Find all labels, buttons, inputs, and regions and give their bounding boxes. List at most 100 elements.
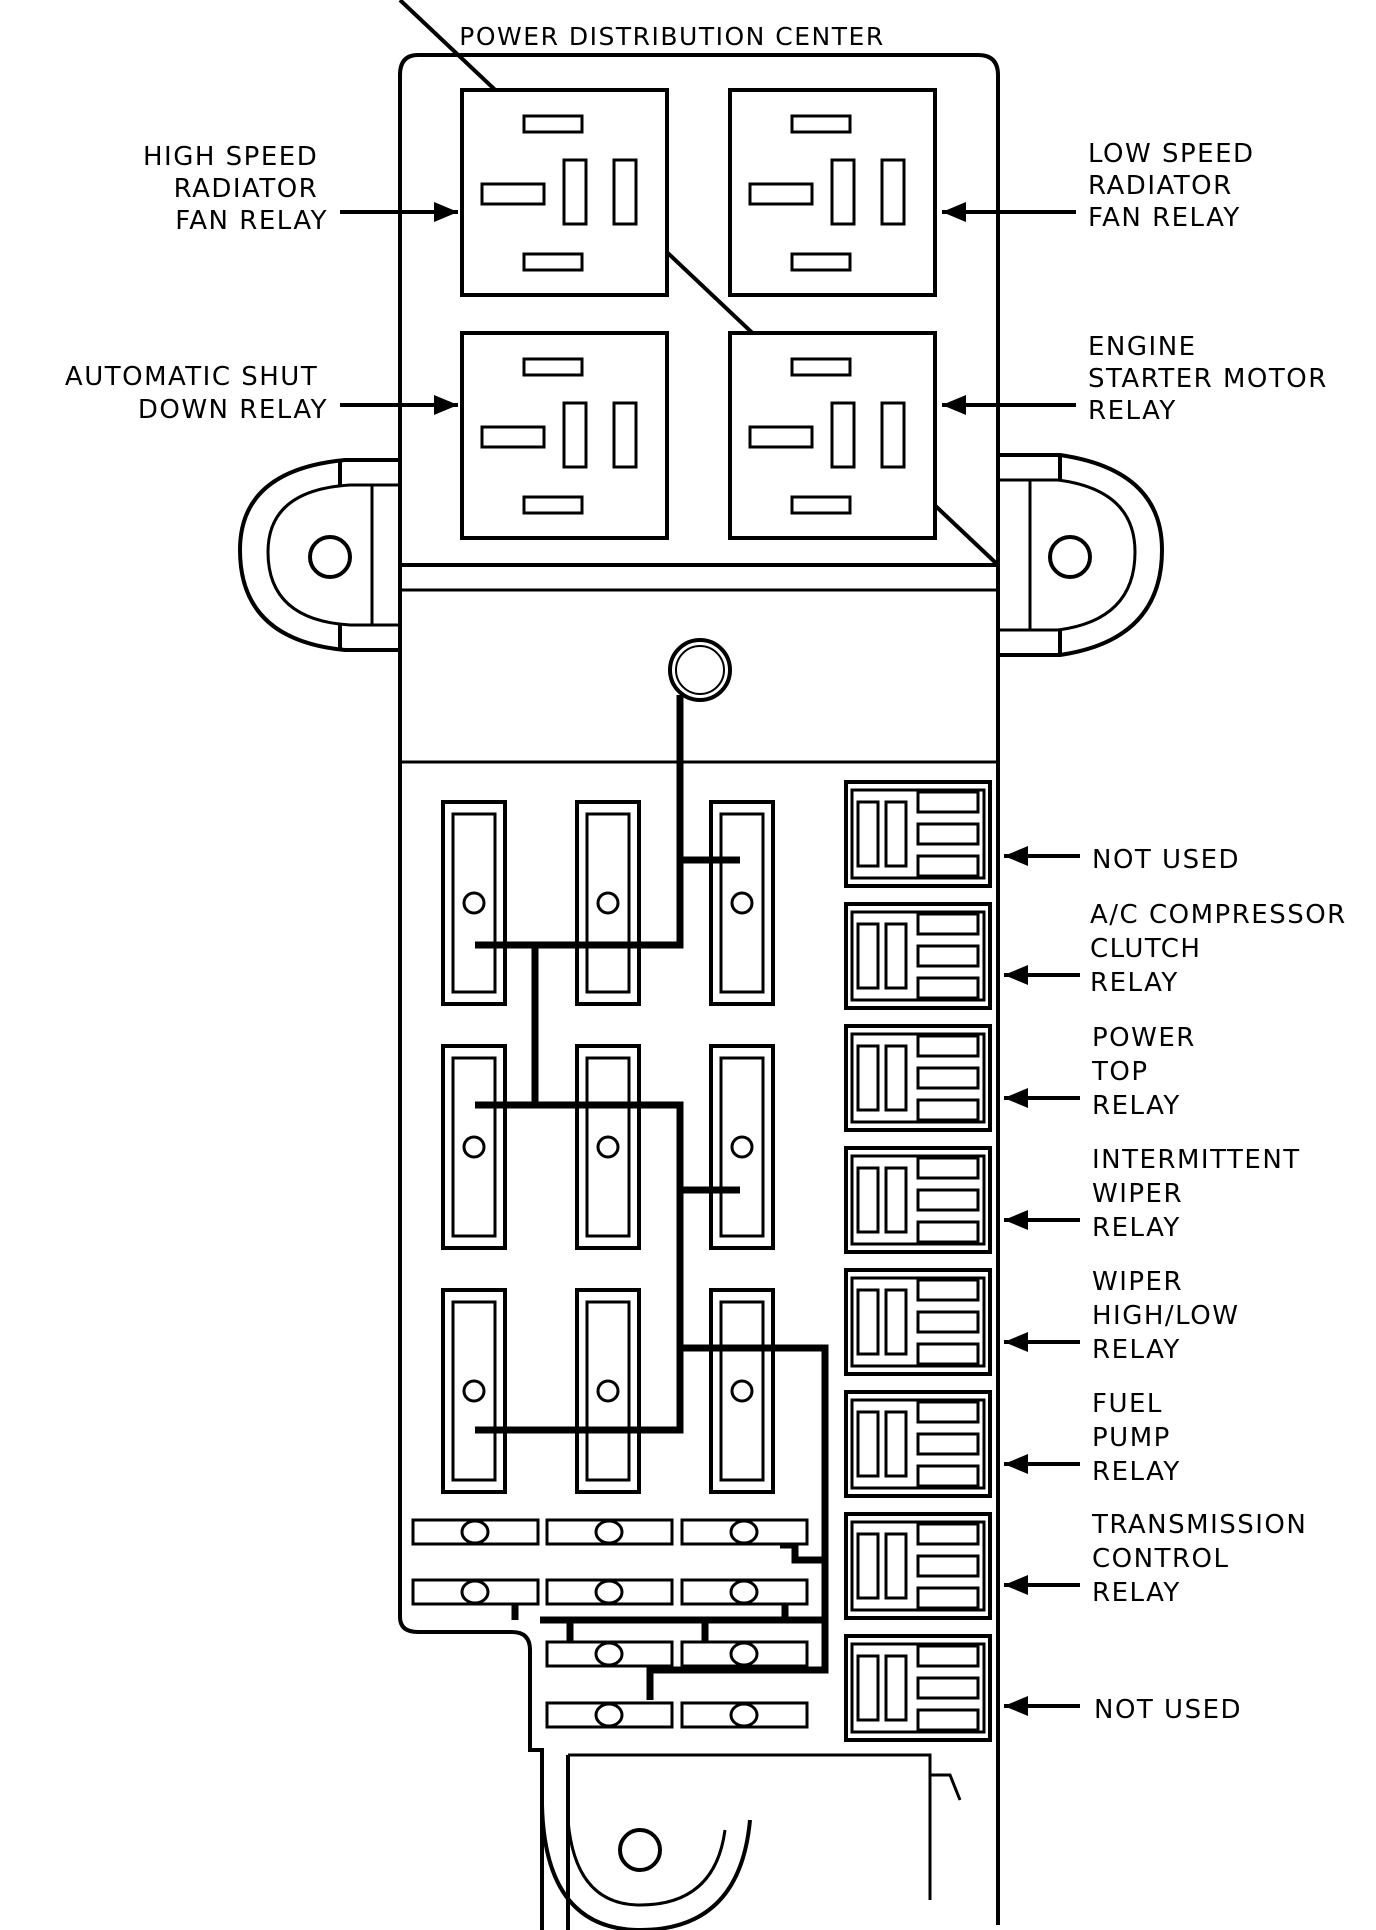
mini-relay [844, 1146, 992, 1254]
arrow-ac [1004, 965, 1080, 985]
cartridge-fuse-group [441, 800, 775, 1494]
mini-relay-terminal [916, 1310, 980, 1334]
arrow-asd [340, 395, 458, 415]
cartridge-fuse [441, 1288, 507, 1494]
mini-relay-terminal [916, 1644, 980, 1668]
relay-terminal [612, 158, 638, 226]
mini-fuse-element [460, 1579, 490, 1605]
mini-relay-terminal [884, 1044, 908, 1112]
large-relay-group [460, 88, 937, 540]
mini-relay-terminal [856, 1410, 880, 1478]
arrow-fuel-pump [1004, 1454, 1080, 1474]
mini-relay-group [844, 780, 992, 1742]
mini-relay-terminal [916, 1400, 980, 1424]
mini-relay-terminal [916, 1522, 980, 1546]
mini-relay-terminal [916, 1066, 980, 1090]
mini-relay-terminal [916, 1034, 980, 1058]
mini-relay [844, 1268, 992, 1376]
mini-relay-terminal [916, 822, 980, 846]
arrow-transmission [1004, 1575, 1080, 1595]
mini-relay-terminal [916, 912, 980, 936]
mini-fuse-element [594, 1519, 624, 1545]
mini-relay-terminal [916, 1676, 980, 1700]
relay-terminal [790, 114, 852, 134]
mini-relay-terminal [856, 1288, 880, 1356]
fuse-window [730, 891, 754, 915]
right-mounting-ear [998, 453, 1165, 657]
mini-fuse-element [729, 1579, 759, 1605]
cartridge-fuse [709, 1044, 775, 1250]
mini-relay-terminal [916, 1432, 980, 1456]
mini-relay-terminal [884, 1166, 908, 1234]
mini-fuse [680, 1578, 809, 1606]
mini-relay [844, 780, 992, 888]
mini-fuse [545, 1518, 674, 1546]
mini-relay-terminal [916, 1464, 980, 1488]
mini-relay-terminal [856, 1166, 880, 1234]
mini-relay-terminal [916, 1098, 980, 1122]
fuse-window [596, 1135, 620, 1159]
mini-fuse [545, 1640, 674, 1668]
mini-relay-terminal [884, 922, 908, 990]
relay-terminal [522, 114, 584, 134]
mini-relay-terminal [884, 800, 908, 868]
mini-relay-terminal [884, 1288, 908, 1356]
fuse-window [462, 891, 486, 915]
relay-terminal [830, 401, 856, 469]
mini-fuse-element [729, 1702, 759, 1728]
label-intermittent-wiper-relay: INTERMITTENT WIPER RELAY [1092, 1145, 1310, 1243]
relay-terminal [830, 158, 856, 226]
relay-terminal [880, 401, 906, 469]
mini-fuse-element [594, 1702, 624, 1728]
cartridge-fuse [709, 800, 775, 1006]
mini-fuse-element [729, 1519, 759, 1545]
mini-relay-terminal [856, 1654, 880, 1722]
battery-stud [668, 638, 732, 702]
label-not-used-1: NOT USED [1092, 845, 1240, 875]
arrow-not-used-2 [1004, 1696, 1080, 1716]
mini-relay-terminal [916, 1278, 980, 1302]
mini-relay-terminal [916, 1342, 980, 1366]
relay-labels: HIGH SPEED RADIATOR FAN RELAY LOW SPEED … [65, 139, 1345, 1725]
left-mounting-ear [237, 458, 400, 652]
mini-relay-terminal [884, 1410, 908, 1478]
mini-fuse [545, 1578, 674, 1606]
arrow-not-used-1 [1004, 846, 1080, 866]
arrow-power-top [1004, 1088, 1080, 1108]
cartridge-fuse [441, 1044, 507, 1250]
fuse-window [730, 1135, 754, 1159]
mini-relay-terminal [884, 1654, 908, 1722]
fuse-window [730, 1379, 754, 1403]
arrow-starter [942, 395, 1076, 415]
mini-fuse [545, 1701, 674, 1729]
relay-terminal [748, 182, 814, 206]
cartridge-fuse [575, 1288, 641, 1494]
mini-relay [844, 1024, 992, 1132]
mini-relay-terminal [916, 1220, 980, 1244]
bottom-mount-hole [618, 1828, 662, 1872]
relay-terminal [480, 182, 546, 206]
mini-relay-terminal [916, 1554, 980, 1578]
cartridge-fuse [575, 1044, 641, 1250]
label-low-speed-radiator-fan-relay: LOW SPEED RADIATOR FAN RELAY [1088, 139, 1264, 233]
fuse-window [462, 1379, 486, 1403]
label-automatic-shut-down-relay: AUTOMATIC SHUT DOWN RELAY [65, 362, 328, 425]
fuse-window [462, 1135, 486, 1159]
mini-fuse-element [729, 1641, 759, 1667]
mini-fuse [680, 1640, 809, 1668]
mini-fuse-element [594, 1641, 624, 1667]
mini-fuse-element [594, 1579, 624, 1605]
mini-relay [844, 1512, 992, 1620]
relay-terminal [790, 252, 852, 272]
mini-relay-terminal [916, 1586, 980, 1610]
relay-terminal [880, 158, 906, 226]
relay-low-speed-radiator-fan [728, 88, 937, 297]
label-high-speed-radiator-fan-relay: HIGH SPEED RADIATOR FAN RELAY [143, 142, 328, 236]
fuse-window [596, 891, 620, 915]
left-mount-hole [308, 535, 352, 579]
mini-relay-terminal [916, 1708, 980, 1732]
mini-fuse [680, 1701, 809, 1729]
mini-relay-terminal [916, 1188, 980, 1212]
relay-high-speed-radiator-fan [460, 88, 669, 297]
mini-relay-terminal [884, 1532, 908, 1600]
